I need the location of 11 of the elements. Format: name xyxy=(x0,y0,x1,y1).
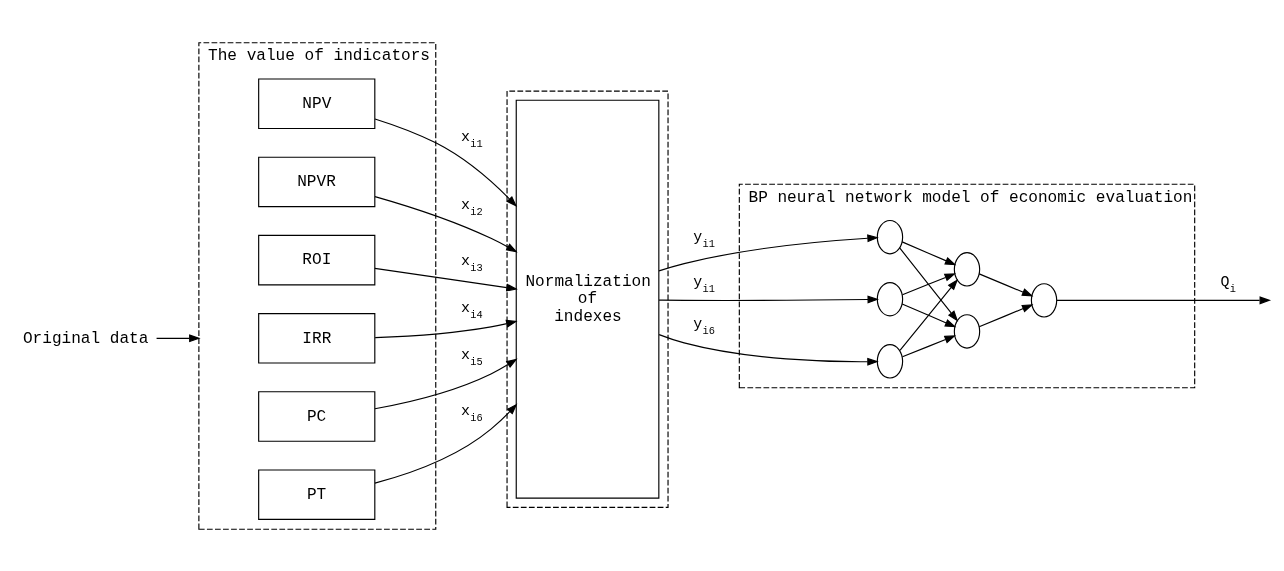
edge-label: x$_{i4}$ xyxy=(461,299,483,321)
edge-label: y$_{i1}$ xyxy=(693,273,715,295)
edge-label: x$_{i2}$ xyxy=(461,196,483,218)
edge-label: Q$_{i}$ xyxy=(1220,273,1236,295)
edge-label: y$_{i1}$ xyxy=(693,228,715,250)
edge-label: x$_{i1}$ xyxy=(461,128,483,150)
edge-label: x$_{i5}$ xyxy=(461,346,483,368)
edge-label: x$_{i6}$ xyxy=(461,402,483,424)
node-text: Original data xyxy=(22,329,149,348)
edge-label: y$_{i6}$ xyxy=(693,315,715,337)
edge-label: x$_{i3}$ xyxy=(461,252,483,274)
